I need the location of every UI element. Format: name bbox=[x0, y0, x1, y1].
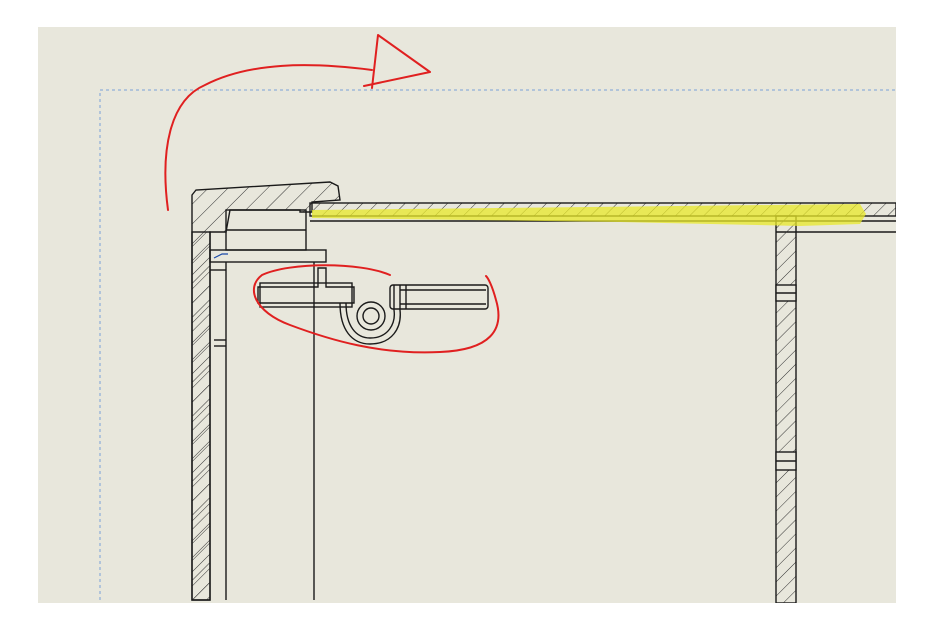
yellow-highlight bbox=[312, 204, 866, 226]
sheet-boundary bbox=[99, 89, 896, 600]
hinge-arm bbox=[257, 267, 355, 304]
seal-block-lower bbox=[209, 249, 327, 263]
hinge-knuckle-outer bbox=[339, 285, 401, 345]
hinge-plate bbox=[259, 282, 353, 308]
view-background bbox=[38, 27, 896, 603]
hinge-pin-inner bbox=[362, 307, 380, 325]
left-wall-section bbox=[191, 231, 211, 601]
blue-mark bbox=[213, 253, 228, 259]
rotation-arrow-icon bbox=[164, 64, 373, 211]
red-markup bbox=[164, 34, 500, 354]
drawing-canvas[interactable] bbox=[38, 27, 896, 603]
arrow-head bbox=[363, 34, 431, 89]
hinge-assembly bbox=[257, 267, 489, 345]
hinge-circle-markup bbox=[252, 264, 500, 354]
drawing-viewport[interactable] bbox=[38, 27, 896, 603]
hinge-leaf bbox=[389, 284, 489, 310]
hinge-knuckle-mid bbox=[345, 285, 395, 339]
right-wall-section bbox=[775, 215, 797, 603]
hinge-pin-outer bbox=[356, 301, 386, 331]
